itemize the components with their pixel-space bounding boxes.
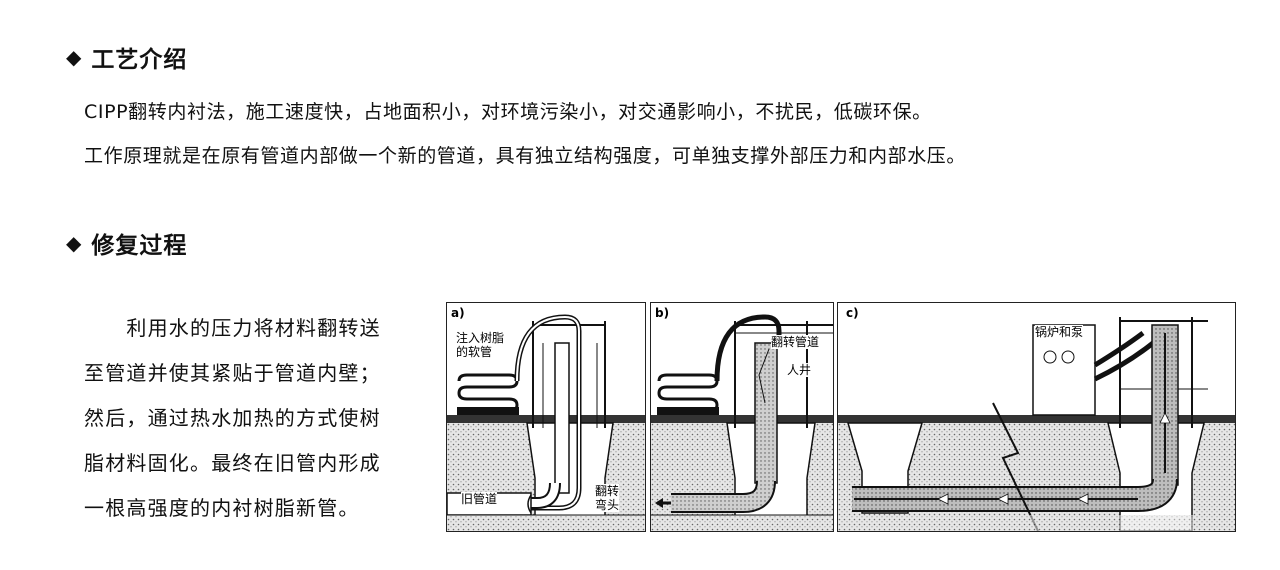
intro-line: CIPP翻转内衬法，施工速度快，占地面积小，对环境污染小，对交通影响小，不扰民，… [84, 101, 932, 123]
section-title: 工艺介绍 [91, 47, 188, 73]
resin-hose-label: 注入树脂 的软管 [456, 331, 505, 359]
section-heading-process-intro: ◆ 工艺介绍 [66, 40, 187, 74]
manhole-label: 人井 [787, 363, 812, 377]
panel-c-illustration [838, 317, 1235, 531]
diamond-bullet-icon: ◆ [66, 231, 82, 255]
diagram-panel-b: b) 翻转管道 人井 [650, 302, 834, 532]
boiler-pump-label: 锅炉和泵 [1035, 325, 1084, 339]
panel-a-label: a) [451, 306, 465, 320]
repair-line: 至管道并使其紧贴于管道内壁； [84, 361, 381, 385]
repair-line: 然后，通过热水加热的方式使树 [84, 406, 381, 430]
inversion-bend-label: 翻转 弯头 [595, 484, 620, 512]
repair-line: 一根高强度的内衬树脂新管。 [84, 496, 360, 520]
intro-paragraph: CIPP翻转内衬法，施工速度快，占地面积小，对环境污染小，对交通影响小，不扰民，… [84, 90, 966, 178]
diagram-panel-a: a) 注入树脂 的软管 旧管道 翻转 弯头 [446, 302, 646, 532]
panel-b-label: b) [655, 306, 670, 320]
diamond-bullet-icon: ◆ [66, 45, 82, 69]
inversion-pipe-label: 翻转管道 [771, 335, 820, 349]
panel-a-illustration [447, 314, 645, 531]
panel-b-illustration [651, 314, 833, 531]
diagram-panel-c: c) 锅炉和泵 [837, 302, 1236, 532]
panel-c-label: c) [846, 306, 859, 320]
repair-line: 脂材料固化。最终在旧管内形成 [84, 451, 381, 475]
section-title: 修复过程 [91, 233, 188, 259]
old-pipe-label: 旧管道 [461, 492, 498, 506]
repair-line: 利用水的压力将材料翻转送 [84, 316, 381, 340]
section-heading-repair-process: ◆ 修复过程 [66, 226, 187, 260]
intro-line: 工作原理就是在原有管道内部做一个新的管道，具有独立结构强度，可单独支撑外部压力和… [84, 145, 967, 167]
repair-description: 利用水的压力将材料翻转送 至管道并使其紧贴于管道内壁； 然后，通过热水加热的方式… [84, 306, 429, 531]
